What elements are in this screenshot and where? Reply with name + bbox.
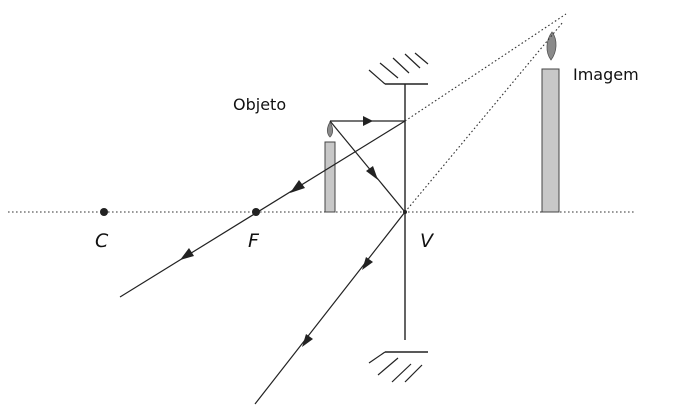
center-label: C	[95, 230, 109, 252]
ray-reflected-from-vertex	[254, 211, 406, 405]
arrowhead	[366, 166, 378, 180]
image-candle	[541, 31, 560, 213]
focus-label: F	[248, 230, 260, 252]
mirror-hatching-bottom	[368, 351, 428, 383]
arrowhead	[362, 257, 373, 270]
focus-point	[252, 208, 260, 216]
arrowhead	[290, 180, 305, 193]
object-candle	[324, 121, 336, 213]
vertex-label: V	[420, 230, 435, 252]
arrowhead	[302, 334, 313, 347]
virtual-extension-upper	[404, 13, 567, 122]
ray-reflected-through-focus	[119, 120, 406, 298]
arrowhead	[180, 248, 194, 260]
center-point	[100, 208, 108, 216]
virtual-extension-lower	[404, 21, 564, 213]
object-label: Objeto	[233, 95, 286, 114]
ray-incident-to-vertex	[329, 120, 406, 213]
mirror-hatching-top	[368, 52, 429, 85]
vertex-point	[403, 210, 407, 214]
arrowhead	[363, 116, 373, 126]
image-label: Imagem	[573, 65, 639, 84]
